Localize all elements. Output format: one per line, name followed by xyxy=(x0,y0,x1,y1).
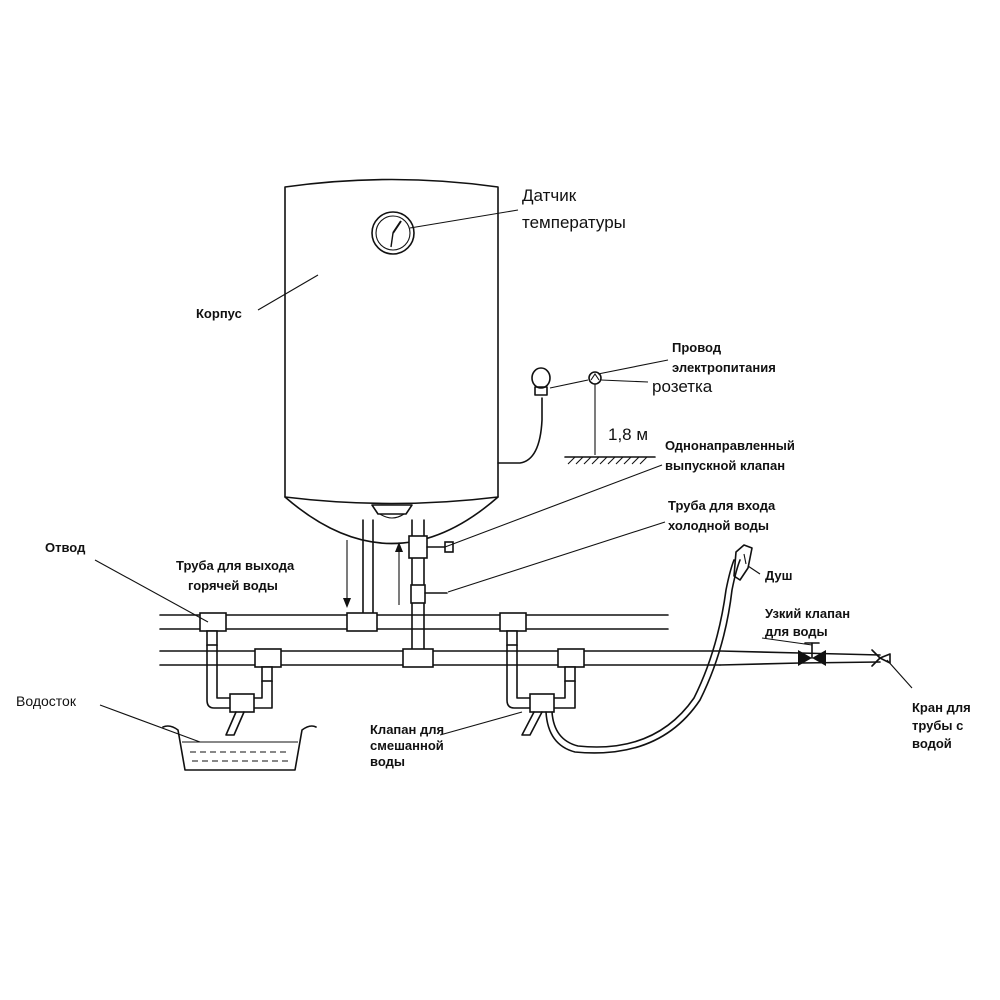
label-hot-outlet-line2: горячей воды xyxy=(188,578,278,593)
temperature-gauge-icon xyxy=(371,211,415,255)
shower-hose xyxy=(545,559,741,754)
plug-icon xyxy=(531,367,551,389)
shower-head-icon xyxy=(733,544,753,581)
label-power-wire-line1: Провод xyxy=(672,340,722,355)
label-power-wire-line2: электропитания xyxy=(672,360,776,375)
label-branch: Отвод xyxy=(45,540,86,555)
label-temperature-sensor-line1: Датчик xyxy=(522,186,577,205)
tap-icon xyxy=(871,649,891,667)
leader-lines xyxy=(94,209,913,743)
label-mixer-valve-line2: смешанной xyxy=(370,738,444,753)
label-narrow-valve-line2: для воды xyxy=(765,624,828,639)
mixer-fixture xyxy=(499,612,585,736)
socket-icon xyxy=(588,371,602,455)
label-tap-line1: Кран для xyxy=(912,700,971,715)
heater-tank xyxy=(284,178,499,545)
narrow-valve-icon xyxy=(798,642,826,666)
label-height: 1,8 м xyxy=(608,425,648,444)
height-marker xyxy=(564,456,656,465)
power-cord xyxy=(497,367,589,464)
label-tap-line2: трубы с xyxy=(912,718,963,733)
label-mixer-valve-line3: воды xyxy=(370,754,405,769)
label-cold-inlet-line1: Труба для входа xyxy=(668,498,776,513)
drain-basin xyxy=(162,725,317,771)
label-cold-inlet-line2: холодной воды xyxy=(668,518,769,533)
label-socket: розетка xyxy=(652,377,713,396)
hot-water-pipe xyxy=(159,614,669,630)
label-body: Корпус xyxy=(196,306,242,321)
label-hot-outlet-line1: Труба для выхода xyxy=(176,558,295,573)
label-mixer-valve-line1: Клапан для xyxy=(370,722,444,737)
left-fixture xyxy=(199,612,282,736)
label-check-valve-line2: выпускной клапан xyxy=(665,458,785,473)
label-shower: Душ xyxy=(765,568,793,583)
label-narrow-valve-line1: Узкий клапан xyxy=(765,606,850,621)
flow-arrows xyxy=(343,540,403,608)
label-check-valve-line1: Однонаправленный xyxy=(665,438,795,453)
label-drain: Водосток xyxy=(16,693,77,709)
label-temperature-sensor-line2: температуры xyxy=(522,213,626,232)
label-tap-line3: водой xyxy=(912,736,952,751)
check-valve xyxy=(408,535,454,604)
